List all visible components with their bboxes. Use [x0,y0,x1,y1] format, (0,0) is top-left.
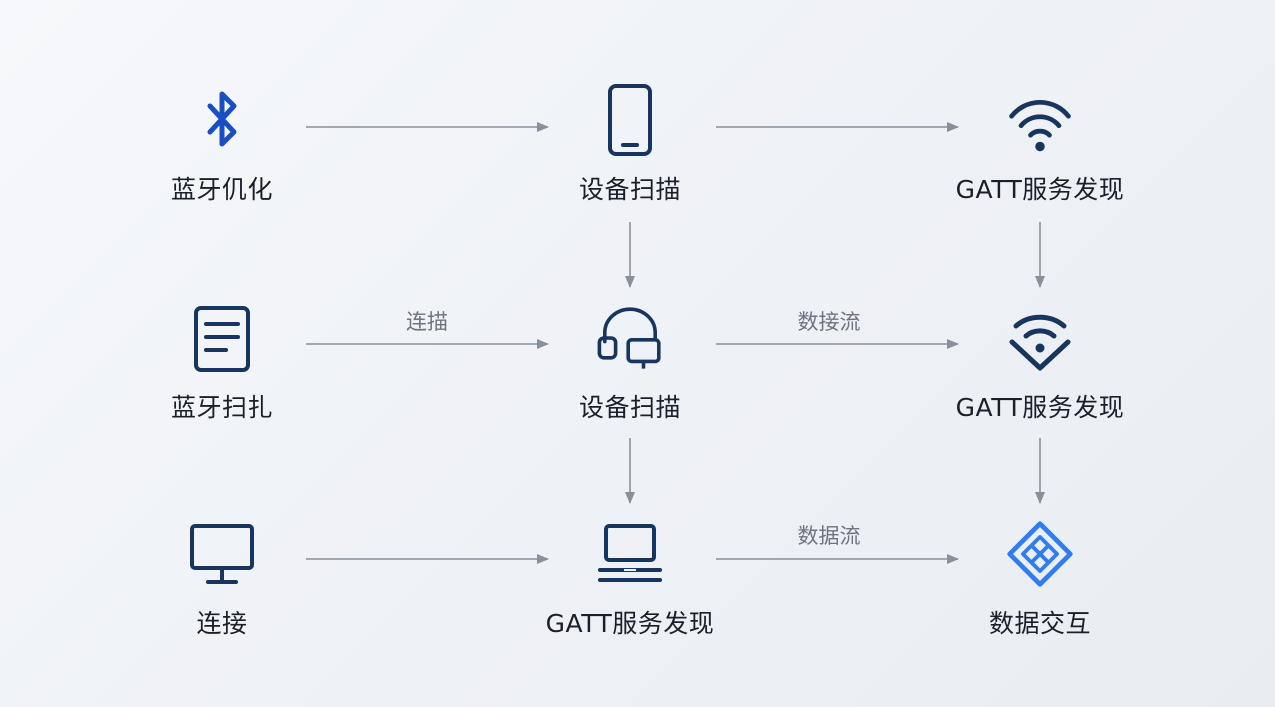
node-label: 数据交互 [988,609,1091,638]
node-gatt-discovery-3: GATT服务发现 [510,518,750,640]
node-label: 设备扫描 [578,175,681,204]
bluetooth-icon [186,84,258,156]
data-exchange-icon [1004,518,1076,590]
node-data-exchange: 数据交互 [920,518,1160,640]
node-connect: 连接 [102,518,342,640]
edge-label-r2-left: 连描 [406,310,448,334]
smartphone-icon [594,84,666,156]
edge-label-r3-right: 数据流 [797,524,861,548]
wifi-signal-icon [1004,84,1076,156]
document-icon [186,302,258,374]
node-label: GATT服务发现 [545,609,715,638]
node-bluetooth-scan: 蓝牙扫扎 [102,302,342,424]
laptop-icon [594,518,666,590]
node-label: 连接 [196,609,248,638]
shield-wifi-icon [1004,302,1076,374]
node-label: 设备扫描 [578,393,681,422]
node-device-scan-1: 设备扫描 [510,84,750,206]
monitor-icon [186,518,258,590]
node-label: GATT服务发现 [955,393,1125,422]
node-label: GATT服务发现 [955,175,1125,204]
node-bluetooth-init: 蓝牙仉化 [102,84,342,206]
node-gatt-discovery-2: GATT服务发现 [920,302,1160,424]
node-device-scan-2: 设备扫描 [510,302,750,424]
node-label: 蓝牙仉化 [170,175,273,204]
headset-devices-icon [594,302,666,374]
node-label: 蓝牙扫扎 [170,393,273,422]
node-gatt-discovery-1: GATT服务发现 [920,84,1160,206]
edge-label-r2-right: 数接流 [797,310,861,334]
